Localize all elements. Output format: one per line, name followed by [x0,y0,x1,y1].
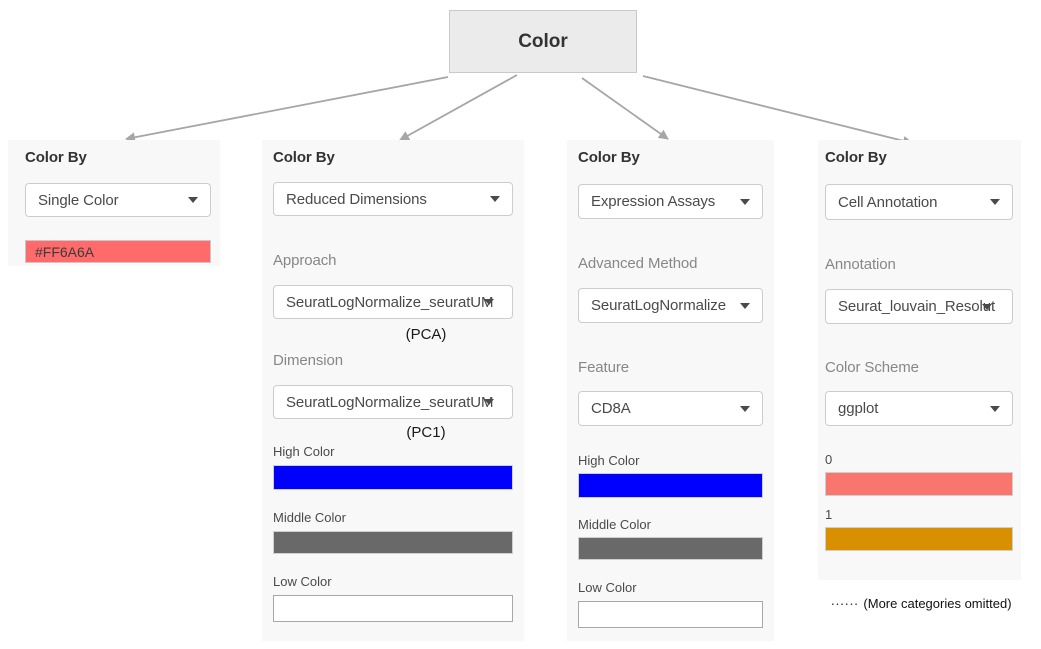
panel-reduced-dimensions: Color By Reduced Dimensions Approach Seu… [262,140,524,641]
advanced-method-select-value: SeuratLogNormalize [591,297,726,314]
color-by-select-value: Cell Annotation [838,194,937,211]
low-color-label: Low Color [273,574,513,589]
category-1-label: 1 [825,507,1013,522]
color-by-select-value: Single Color [38,192,119,209]
advanced-method-select[interactable]: SeuratLogNormalize [578,288,763,323]
chevron-down-icon [490,196,500,202]
annotation-select-value: Seurat_louvain_Resolut [838,298,995,315]
dimension-select-value: SeuratLogNormalize_seuratUM [286,394,493,411]
pc1-note: (PC1) [273,424,513,441]
color-by-select-value: Reduced Dimensions [286,191,427,208]
panel-expression-assays: Color By Expression Assays Advanced Meth… [567,140,774,641]
advanced-method-label: Advanced Method [578,255,763,272]
feature-select[interactable]: CD8A [578,391,763,426]
pca-note: (PCA) [273,326,513,343]
feature-select-value: CD8A [591,400,631,417]
color-scheme-select-value: ggplot [838,400,878,417]
color-by-label: Color By [825,149,1013,166]
dimension-label: Dimension [273,352,513,369]
low-color-label: Low Color [578,580,763,595]
dimension-select[interactable]: SeuratLogNormalize_seuratUM [273,385,513,419]
chevron-down-icon [740,199,750,205]
color-by-select-value: Expression Assays [591,193,715,210]
middle-color-label: Middle Color [578,517,763,532]
color-by-label: Color By [578,149,763,166]
color-by-label: Color By [273,149,513,166]
approach-label: Approach [273,252,513,269]
color-root-label: Color [518,31,568,53]
chevron-down-icon [188,197,198,203]
feature-label: Feature [578,359,763,376]
high-color-swatch[interactable] [578,473,763,498]
annotation-select[interactable]: Seurat_louvain_Resolut [825,289,1013,324]
arrow-to-single-color [126,77,448,139]
approach-select-value: SeuratLogNormalize_seuratUM [286,294,493,311]
high-color-swatch[interactable] [273,465,513,490]
category-0-swatch[interactable] [825,472,1013,496]
ellipsis-dots: ······ [830,596,858,610]
panel-single-color: Color By Single Color #FF6A6A [8,140,220,266]
color-by-select[interactable]: Expression Assays [578,184,763,219]
arrow-to-cell-annotation [643,76,912,143]
single-color-swatch[interactable]: #FF6A6A [25,240,211,263]
approach-select[interactable]: SeuratLogNormalize_seuratUM [273,285,513,319]
chevron-down-icon [982,304,992,310]
high-color-label: High Color [273,444,513,459]
single-color-swatch-value: #FF6A6A [35,244,94,260]
color-by-select[interactable]: Single Color [25,183,211,217]
color-scheme-label: Color Scheme [825,359,1013,376]
chevron-down-icon [990,199,1000,205]
color-root-node: Color [449,10,637,73]
arrow-to-reduced-dimensions [400,75,517,140]
more-categories-text: (More categories omitted) [863,596,1011,611]
middle-color-swatch[interactable] [273,531,513,554]
low-color-swatch[interactable] [578,601,763,628]
low-color-swatch[interactable] [273,595,513,622]
chevron-down-icon [484,299,494,305]
chevron-down-icon [740,303,750,309]
chevron-down-icon [740,406,750,412]
middle-color-swatch[interactable] [578,537,763,560]
arrow-to-expression-assays [582,78,668,139]
panel-cell-annotation: Color By Cell Annotation Annotation Seur… [818,140,1021,580]
middle-color-label: Middle Color [273,510,513,525]
color-by-select[interactable]: Cell Annotation [825,184,1013,220]
category-0-label: 0 [825,452,1013,467]
chevron-down-icon [484,399,494,405]
color-by-label: Color By [25,149,211,166]
color-by-select[interactable]: Reduced Dimensions [273,182,513,216]
category-1-swatch[interactable] [825,527,1013,551]
chevron-down-icon [990,406,1000,412]
color-scheme-select[interactable]: ggplot [825,391,1013,426]
more-categories-note: ······ (More categories omitted) [820,592,1022,614]
annotation-label: Annotation [825,256,1013,273]
high-color-label: High Color [578,453,763,468]
